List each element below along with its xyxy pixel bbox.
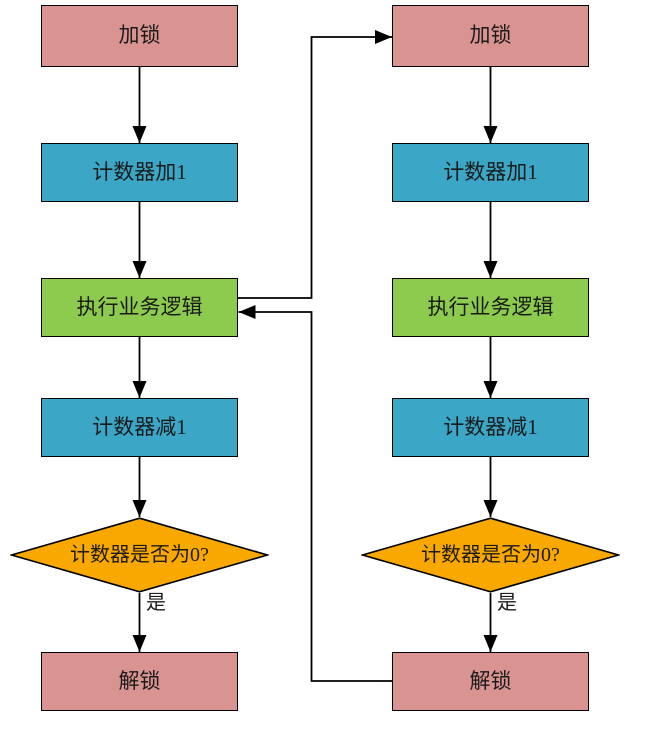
node-label: 计数器加1 [443,159,538,184]
node-business-logic-right: 执行业务逻辑 [392,278,589,337]
edge-label-yes-left: 是 [146,592,166,614]
node-label: 计数器加1 [92,159,187,184]
diamond-shape [361,517,620,593]
node-label: 计数器是否为0? [70,544,209,566]
node-counter-increment-left: 计数器加1 [41,143,238,202]
node-counter-zero-decision-left: 计数器是否为0? [10,517,269,593]
node-label: 解锁 [118,668,161,693]
node-unlock-right: 解锁 [392,652,589,711]
node-lock-left: 加锁 [41,5,238,67]
node-counter-increment-right: 计数器加1 [392,143,589,202]
node-label: 计数器减1 [92,414,187,439]
diamond-shape [10,517,269,593]
node-label: 加锁 [469,23,512,48]
node-counter-decrement-right: 计数器减1 [392,398,589,457]
node-label: 执行业务逻辑 [427,294,554,319]
node-label: 加锁 [118,23,161,48]
node-business-logic-left: 执行业务逻辑 [41,278,238,337]
node-unlock-left: 解锁 [41,652,238,711]
node-label: 计数器是否为0? [421,544,560,566]
edge-right-unlock-to-left-logic [238,305,392,682]
node-counter-zero-decision-right: 计数器是否为0? [361,517,620,593]
node-lock-right: 加锁 [392,5,589,67]
edge-label-yes-right: 是 [497,592,517,614]
node-label: 解锁 [469,668,512,693]
node-label: 计数器减1 [443,414,538,439]
edge-left-logic-to-right-lock [238,30,392,299]
node-label: 执行业务逻辑 [76,294,203,319]
node-counter-decrement-left: 计数器减1 [41,398,238,457]
